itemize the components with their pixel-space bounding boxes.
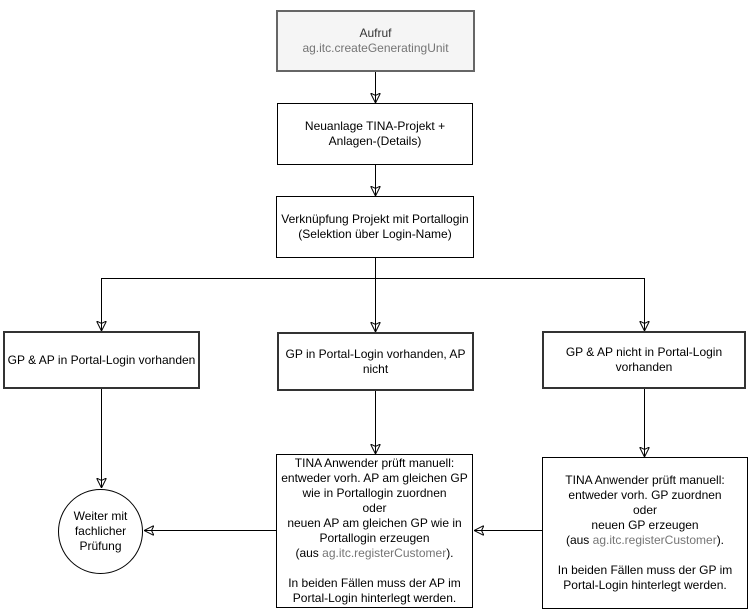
aus-suffix: ). bbox=[716, 533, 725, 547]
case-none-node: GP & AP nicht in Portal-Login vorhanden bbox=[542, 331, 746, 389]
node-line: In beiden Fällen muss der AP im bbox=[288, 576, 461, 590]
aus-prefix: (aus bbox=[295, 546, 323, 560]
node-line: wie in Portallogin zuordnen bbox=[302, 486, 447, 500]
start-node-method: ag.itc.createGeneratingUnit bbox=[302, 41, 449, 55]
action-gp-node: TINA Anwender prüft manuell: entweder vo… bbox=[542, 457, 748, 609]
node-line: (aus ag.itc.registerCustomer). bbox=[566, 533, 724, 548]
node-line: entweder vorh. AP am gleichen GP bbox=[281, 471, 468, 485]
action-ap-node: TINA Anwender prüft manuell: entweder vo… bbox=[276, 454, 473, 608]
aus-suffix: ). bbox=[446, 546, 454, 560]
end-node: Weiter mit fachlicher Prüfung bbox=[58, 489, 143, 574]
node-line: Verknüpfung Projekt mit Portallogin bbox=[281, 212, 469, 226]
start-node-title: Aufruf bbox=[359, 26, 392, 40]
node-line: Neuanlage TINA-Projekt + bbox=[304, 119, 446, 133]
node-line: Portal-Login hinterlegt werden. bbox=[563, 578, 727, 592]
node-line: TINA Anwender prüft manuell: bbox=[294, 456, 455, 470]
node-line: TINA Anwender prüft manuell: bbox=[565, 473, 725, 487]
connector-link-to-case-right bbox=[375, 278, 645, 331]
node-line: (aus ag.itc.registerCustomer). bbox=[295, 546, 453, 561]
node-line: neuen AP am gleichen GP wie in bbox=[287, 516, 462, 530]
node-line: GP & AP nicht in Portal-Login bbox=[565, 345, 723, 359]
node-line: (Selektion über Login-Name) bbox=[298, 227, 452, 241]
start-node: Aufruf ag.itc.createGeneratingUnit bbox=[276, 10, 475, 72]
case-gp-only-node: GP in Portal-Login vorhanden, AP nicht bbox=[277, 332, 474, 391]
node-line: fachlicher bbox=[74, 524, 127, 538]
node-line: Portal-Login hinterlegt werden. bbox=[292, 591, 457, 605]
node-line: nicht bbox=[362, 361, 389, 376]
case-both-node: GP & AP in Portal-Login vorhanden bbox=[3, 331, 200, 389]
node-line: GP in Portal-Login vorhanden, AP bbox=[285, 346, 466, 361]
node-line: Weiter mit bbox=[73, 509, 128, 523]
register-customer-method: ag.itc.registerCustomer bbox=[592, 533, 717, 547]
node-line: entweder vorh. GP zuordnen bbox=[568, 488, 722, 502]
connector-link-to-case-left bbox=[102, 278, 376, 331]
node-line: oder bbox=[632, 503, 658, 517]
node-line: vorhanden bbox=[615, 360, 673, 374]
node-line: Prüfung bbox=[79, 539, 122, 553]
step-create-project-node: Neuanlage TINA-Projekt + Anlagen-(Detail… bbox=[277, 103, 473, 165]
register-customer-method: ag.itc.registerCustomer bbox=[322, 546, 447, 560]
aus-prefix: (aus bbox=[565, 533, 593, 547]
node-line: Anlagen-(Details) bbox=[328, 134, 422, 148]
node-line: Portallogin erzeugen bbox=[319, 531, 430, 545]
node-line: oder bbox=[362, 501, 387, 515]
step-link-login-node: Verknüpfung Projekt mit Portallogin (Sel… bbox=[276, 196, 474, 258]
node-line: GP & AP in Portal-Login vorhanden bbox=[7, 352, 196, 367]
node-line: neuen GP erzeugen bbox=[591, 518, 699, 532]
node-line: In beiden Fällen muss der GP im bbox=[557, 563, 733, 577]
